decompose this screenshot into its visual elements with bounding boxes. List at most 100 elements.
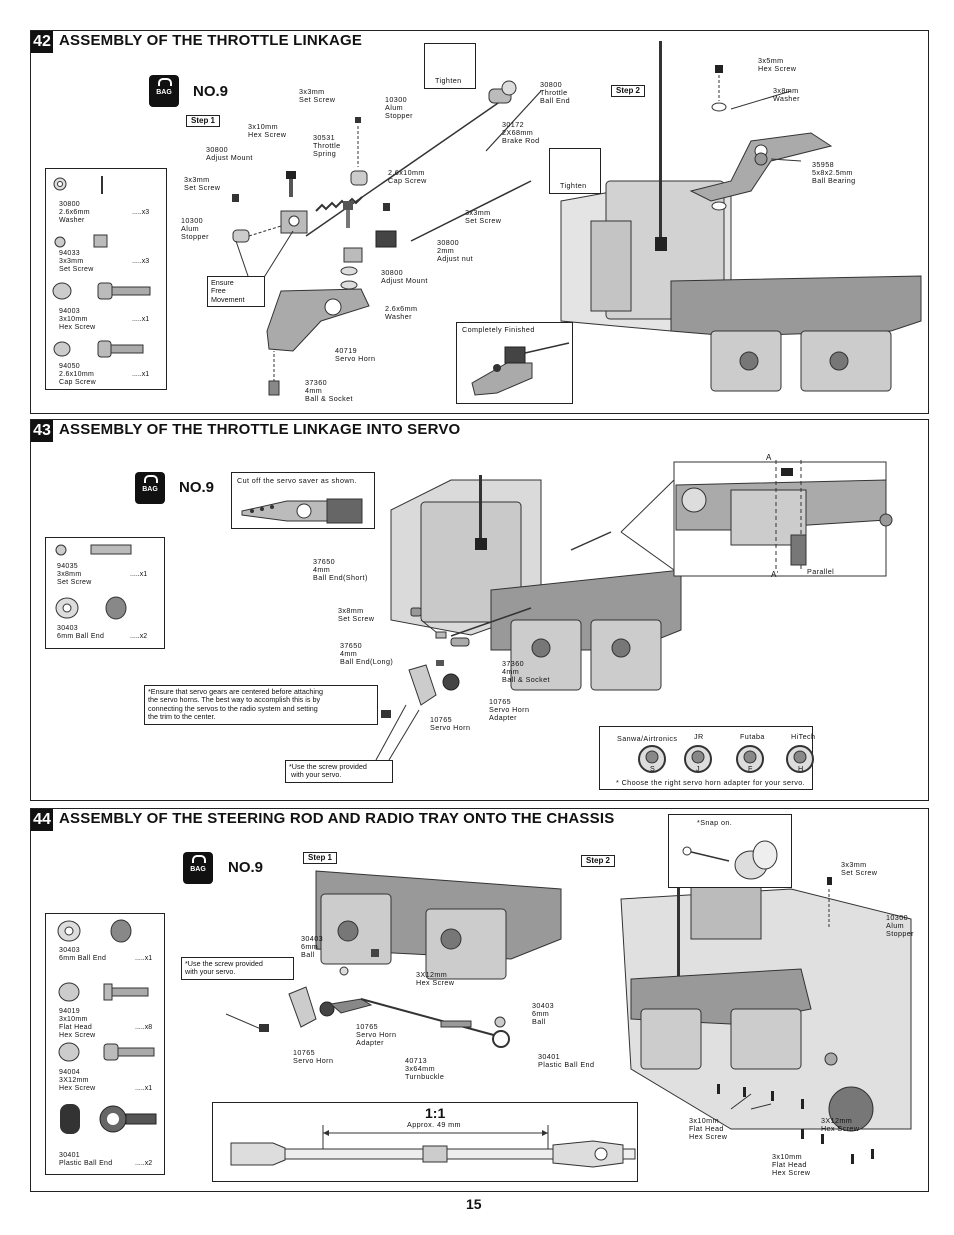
brand-sanwa: Sanwa/Airtronics [617,734,678,743]
brand-jr: JR [694,732,704,741]
part-qty: .....x1 [132,371,150,378]
part-name: 94033 3x3mm Set Screw [59,250,94,273]
label-set-screw-mid: 3x3mm Set Screw [465,208,502,226]
label-servo-horn-adapter: 10765 Servo Horn Adapter [489,697,530,723]
part-qty: .....x1 [135,1085,153,1092]
label-servo-horn: 10765 Servo Horn [430,715,471,733]
bag-number: NO.9 [228,859,264,876]
bag-number: NO.9 [193,83,229,100]
label-hex-screw-12: 3X12mm Hex Screw [416,970,455,988]
step-2-tag: Step 2 [611,85,646,97]
section-number: 43 [31,420,53,442]
part-qty: .....x3 [132,258,150,265]
parts-list-drawings [52,176,151,358]
section-title: ASSEMBLY OF THE THROTTLE LINKAGE INTO SE… [59,421,461,438]
bag-icon: BAG [183,852,213,884]
tighten-box-2: Tighten [549,148,601,194]
label-parallel: Parallel [807,567,835,576]
part-name: 94035 3x8mm Set Screw [57,563,92,586]
servo-horn-adapter-box: Sanwa/Airtronics JR Futaba HiTech S J F … [599,726,816,790]
label-ball-end-short: 37650 4mm Ball End(Short) [313,557,368,583]
step-1-tag: Step 1 [186,115,221,127]
part-qty: .....x2 [135,1160,153,1167]
section-title: ASSEMBLY OF THE THROTTLE LINKAGE [59,32,363,49]
label-set-screw-left: 3x3mm Set Screw [184,175,221,193]
bag-icon: BAG [149,75,179,107]
label-throttle-spring: 30531 Throttle Spring [313,133,341,159]
label-cap-screw: 2.6x10mm Cap Screw [388,168,427,186]
adapter-note: * Choose the right servo horn adapter fo… [616,778,805,787]
parts-list: 94035 3x8mm Set Screw .....x1 30403 6mm … [45,537,165,649]
part-name: 94003 3x10mm Hex Screw [59,308,96,331]
brand-futaba: Futaba [740,732,765,741]
letter-s: S [650,764,656,773]
label-flat-head-2: 3x10mm Flat Head Hex Screw [772,1152,811,1178]
bag-icon: BAG [135,472,165,504]
cut-servo-saver-box: Cut off the servo saver as shown. [231,472,375,529]
label-a: A [766,453,772,462]
label-set-screw: 3x3mm Set Screw [841,860,878,878]
part-qty: .....x8 [135,1024,153,1031]
label-ball-socket: 37360 4mm Ball & Socket [502,659,550,685]
parts-list: 30800 2.6x6mm Washer .....x3 94033 3x3mm… [45,168,167,390]
completely-finished-box: Completely Finished [456,322,573,404]
label-servo-horn: 10765 Servo Horn [293,1048,334,1066]
part-qty: .....x1 [130,571,148,578]
snap-on-box: *Snap on. [668,814,792,888]
label-adjust-nut: 30800 2mm Adjust nut [437,238,473,264]
letter-j: J [696,764,700,773]
servo-linkage-drawing [375,460,893,761]
label-ball-6mm-top: 30403 6mm Ball [301,934,323,960]
section-44: 44 ASSEMBLY OF THE STEERING ROD AND RADI… [30,808,929,1192]
label-ball-bearing: 35958 5x8x2.5mm Ball Bearing [812,160,856,186]
brand-hitech: HiTech [791,732,816,741]
parts-list: 30403 6mm Ball End .....x1 94019 3x10mm … [45,913,165,1175]
label-washer-8: 3x8mm Washer [773,86,800,104]
part-name: 30401 Plastic Ball End [59,1152,113,1167]
label-brake-rod: 30172 2X68mm Brake Rod [502,120,540,146]
part-qty: .....x1 [132,316,150,323]
label-a-prime: A' [771,570,779,579]
label-flat-head-1: 3x10mm Flat Head Hex Screw [689,1116,728,1142]
label-ball-socket: 37360 4mm Ball & Socket [305,378,353,404]
label-servo-horn-adapter: 10765 Servo Horn Adapter [356,1022,397,1048]
scale-label: 1:1 [425,1105,446,1121]
label-adjust-mount-right: 30800 Adjust Mount [381,268,428,286]
throttle-linkage-drawing [232,41,922,396]
label-washer: 2.6x6mm Washer [385,304,418,322]
part-name: 30800 2.6x6mm Washer [59,201,90,224]
ensure-servo-centered-note: *Ensure that servo gears are centered be… [144,685,378,725]
letter-f: F [748,764,753,773]
section-43: 43 ASSEMBLY OF THE THROTTLE LINKAGE INTO… [30,419,929,801]
part-name: 94050 2.6x10mm Cap Screw [59,363,96,386]
part-qty: .....x1 [135,955,153,962]
label-throttle-ball-end: 30800 Throttle Ball End [540,80,570,106]
use-servo-screw-note: *Use the screw provided with your servo. [181,957,294,980]
label-set-screw: 3x8mm Set Screw [338,606,375,624]
part-qty: .....x2 [130,633,148,640]
label-ball-end-long: 37650 4mm Ball End(Long) [340,641,394,667]
section-number: 44 [31,809,53,831]
label-ball-6mm-right: 30403 6mm Ball [532,1001,554,1027]
label-hex-screw-5: 3x5mm Hex Screw [758,56,797,74]
step-1-tag: Step 1 [303,852,338,864]
page-number: 15 [466,1196,482,1212]
ensure-free-movement-note: Ensure Free Movement [207,276,265,308]
label-adjust-mount-left: 30800 Adjust Mount [206,145,253,163]
tighten-box-1: Tighten [424,43,476,89]
letter-h: H [798,764,804,773]
approx-length: Approx. 49 mm [407,1120,461,1129]
step-2-tag: Step 2 [581,855,616,867]
label-plastic-ball-end: 30401 Plastic Ball End [538,1052,595,1070]
label-alum-stopper: 10300 Alum Stopper [886,913,914,939]
label-hex-screw: 3x10mm Hex Screw [248,122,287,140]
label-hex-screw-12-right: 3X12mm Hex Screw [821,1116,860,1134]
steering-rod-drawing [225,868,912,1164]
label-servo-horn: 40719 Servo Horn [335,346,376,364]
scale-drawing-box: 1:1 Approx. 49 mm [212,1102,638,1182]
part-qty: .....x3 [132,209,150,216]
label-alum-stopper-top: 10300 Alum Stopper [385,95,413,121]
label-turnbuckle: 40713 3x64mm Turnbuckle [405,1056,445,1082]
part-name: 30403 6mm Ball End [57,625,105,640]
label-alum-stopper-left: 10300 Alum Stopper [181,216,209,242]
